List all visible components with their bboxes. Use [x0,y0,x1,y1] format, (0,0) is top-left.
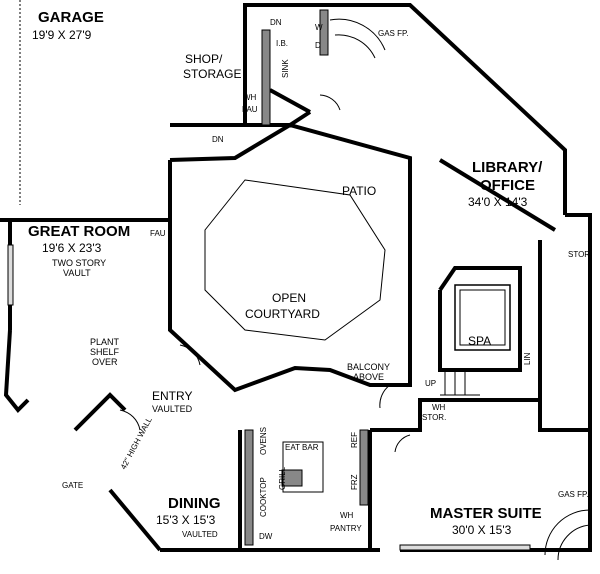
entry-note: VAULTED [152,404,193,414]
plant-shelf-3: OVER [92,357,118,367]
master-label: MASTER SUITE [430,505,542,522]
balcony-label-2: ABOVE [353,372,384,382]
grill [281,469,303,487]
stair-wall [269,88,311,114]
dw-label: DW [259,532,273,541]
north-wall [243,3,567,215]
great-room-window [7,244,14,306]
ref-counter [359,429,369,506]
fau-great-label: FAU [150,229,166,238]
dn-label-1: DN [270,18,282,27]
master-dims: 30'0 X 15'3 [452,523,512,537]
dryer-label: D [315,41,321,50]
great-room-note-2: VAULT [63,268,91,278]
library-label-1: LIBRARY/ [472,159,543,176]
library-dims: 34'0 X 14'3 [468,195,528,209]
stair-up [440,372,480,396]
patio-label: PATIO [342,184,376,198]
shop-counter [261,29,271,126]
ref-label: REF [350,432,359,448]
spa-tub [454,284,511,351]
spa-inner [459,289,506,346]
shop-wall [170,110,312,127]
great-room-dims: 19'6 X 23'3 [42,241,102,255]
kitchen-counter [244,429,254,546]
grill-label: GRILL [278,466,287,490]
shop-label-1: SHOP/ [185,52,223,66]
great-room-note-1: TWO STORY [52,258,106,268]
wh-pantry-label: WH [340,511,354,520]
library-label-2: OFFICE [480,177,535,194]
gate-wall [108,488,162,552]
wh-shop-label: WH [243,93,257,102]
garage-label: GARAGE [38,9,104,26]
spa-room-wall [438,266,522,372]
wh-stor-label-2: STOR. [422,413,446,422]
high-wall-label: 42" HIGH WALL [119,415,154,471]
dining-dims: 15'3 X 15'3 [156,513,216,527]
dining-label: DINING [168,495,221,512]
walls [0,0,592,552]
library-diagonal-wall [438,158,557,232]
sink-label: SINK [281,59,290,78]
entry-label: ENTRY [152,389,192,403]
ovens-label: OVENS [259,427,268,455]
eat-bar-label: EAT BAR [285,443,319,452]
plant-shelf-1: PLANT [90,337,120,347]
door-swings [119,94,411,453]
great-room-label: GREAT ROOM [28,223,130,240]
spa-label: SPA [468,334,491,348]
cooktop-label: COOKTOP [259,477,268,517]
courtyard-label-1: OPEN [272,291,306,305]
spiral-stair-master [544,509,591,561]
up-label: UP [425,379,436,388]
dn-label-2: DN [212,135,224,144]
pantry-label: PANTRY [330,524,362,533]
garage-dims: 19'9 X 27'9 [32,28,92,42]
washer-label: W [315,23,323,32]
fau-shop-label: FAU [242,105,258,114]
gas-fp-label-master: GAS FP. [558,490,589,499]
dining-note: VAULTED [182,530,218,539]
courtyard-label-2: COURTYARD [245,307,320,321]
shop-label-2: STORAGE [183,67,241,81]
ib-label: I.B. [276,39,288,48]
stor-library-label: STOR. [568,250,592,259]
frz-label: FRZ [350,474,359,490]
master-north-wall [370,398,590,432]
entry-wall [73,392,127,432]
gas-fp-label-top: GAS FP. [378,29,409,38]
master-window [399,544,531,551]
spiral-stair-north [329,18,386,59]
plant-shelf-2: SHELF [90,347,120,357]
laundry-wall [319,9,329,56]
island [282,441,324,493]
courtyard-wall [168,122,412,393]
lin-label: LIN [523,352,532,365]
courtyard-outline [204,179,386,341]
bay-wall [3,329,30,413]
wh-stor-label-1: WH [432,403,446,412]
balcony-label-1: BALCONY [347,362,390,372]
gate-label: GATE [62,481,83,490]
